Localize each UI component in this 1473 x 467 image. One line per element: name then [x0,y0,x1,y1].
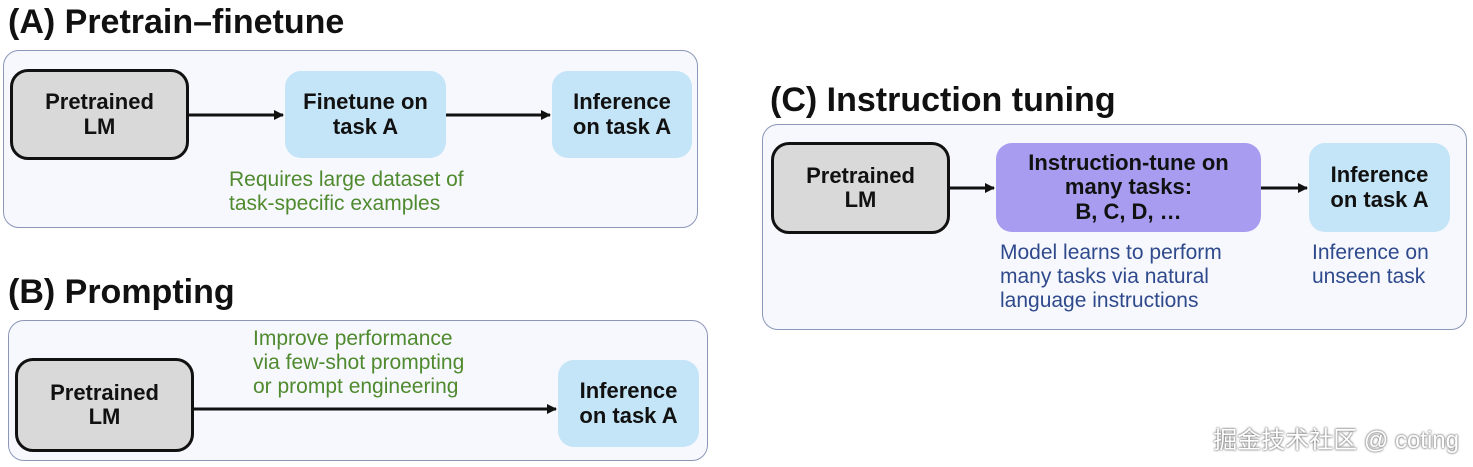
panel-c-title: (C) Instruction tuning [770,81,1116,119]
panel-b-title: (B) Prompting [8,273,235,311]
watermark: 掘金技术社区 @ coting [1213,427,1459,454]
panel-a-title: (A) Pretrain–finetune [8,3,345,41]
